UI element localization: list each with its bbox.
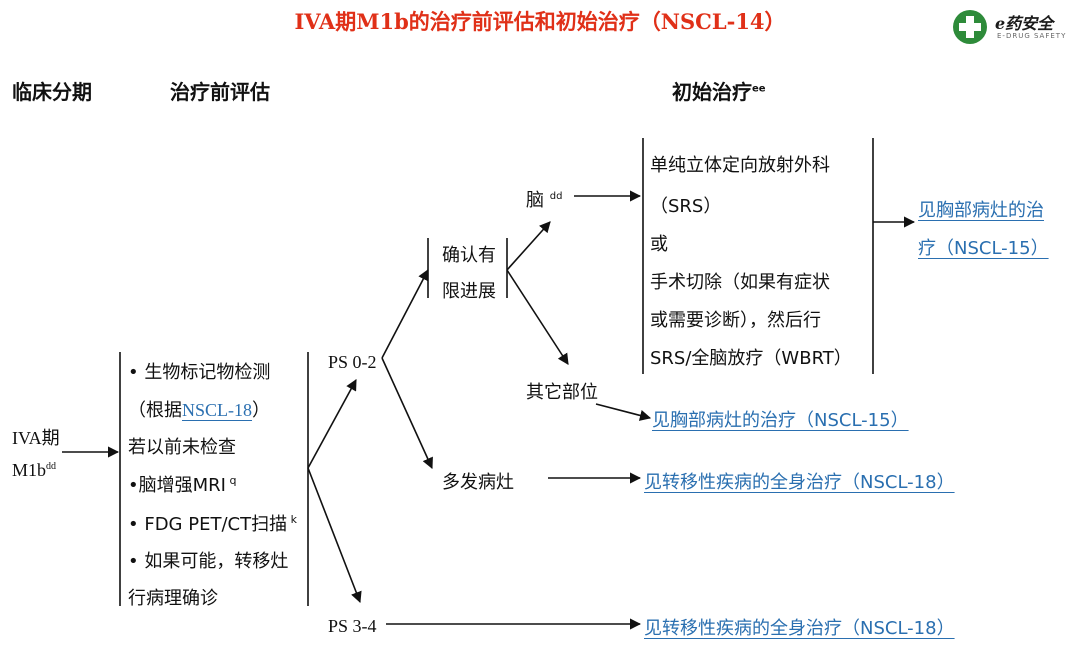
brand-logo: e药安全 E-DRUG SAFETY — [953, 8, 1069, 48]
multi-systemic-link[interactable]: 见转移性疾病的全身治疗（NSCL-18） — [644, 472, 955, 493]
header-stage: 临床分期 — [12, 80, 92, 104]
confirm-limited-line2: 限进展 — [442, 281, 496, 302]
logo-subtitle: E-DRUG SAFETY — [997, 32, 1067, 40]
other-thoracic-link[interactable]: 见胸部病灶的治疗（NSCL-15） — [652, 410, 909, 431]
stage-line1: IVA期 — [12, 428, 60, 448]
brain-thoracic-link-2[interactable]: 疗（NSCL-15） — [918, 238, 1049, 259]
header-eval: 治疗前评估 — [170, 80, 270, 104]
eval-item-mri: •脑增强MRI q — [128, 474, 237, 496]
eval-item-pet: • FDG PET/CT扫描 k — [128, 513, 297, 535]
brain-tx-line2: （SRS） — [650, 196, 722, 217]
nscl18-link[interactable]: NSCL-18 — [182, 400, 253, 420]
page-title: IVA期M1b的治疗前评估和初始治疗（NSCL-14） — [294, 9, 786, 34]
multiple-lesions-label: 多发病灶 — [442, 472, 514, 493]
brain-thoracic-link-1[interactable]: 见胸部病灶的治 — [918, 200, 1044, 221]
brain-tx-line6: SRS/全脑放疗（WBRT） — [650, 348, 852, 369]
confirm-limited-line1: 确认有 — [442, 245, 496, 266]
brain-tx-line3: 或 — [650, 234, 668, 255]
ps34-systemic-link[interactable]: 见转移性疾病的全身治疗（NSCL-18） — [644, 618, 955, 639]
header-init: 初始治疗ee — [672, 80, 766, 104]
eval-item-biopsy-2: 行病理确诊 — [128, 588, 218, 609]
brain-tx-line4: 手术切除（如果有症状 — [650, 272, 830, 293]
ps-3-4-label: PS 3-4 — [328, 616, 377, 636]
logo-name: e药安全 — [995, 14, 1054, 33]
stage-line2: M1bdd — [12, 460, 57, 480]
other-sites-label: 其它部位 — [526, 382, 598, 403]
ps-0-2-label: PS 0-2 — [328, 352, 377, 372]
eval-item-biomarker-ref: （根据NSCL-18） — [128, 400, 271, 421]
eval-item-biopsy: • 如果可能，转移灶 — [128, 551, 289, 572]
eval-item-note: 若以前未检查 — [128, 437, 236, 458]
brain-tx-line5: 或需要诊断），然后行 — [650, 310, 821, 331]
brain-label: 脑 dd — [526, 190, 563, 211]
brain-tx-line1: 单纯立体定向放射外科 — [650, 155, 830, 176]
eval-item-biomarker: • 生物标记物检测 — [128, 362, 271, 383]
green-cross-icon — [953, 10, 987, 44]
